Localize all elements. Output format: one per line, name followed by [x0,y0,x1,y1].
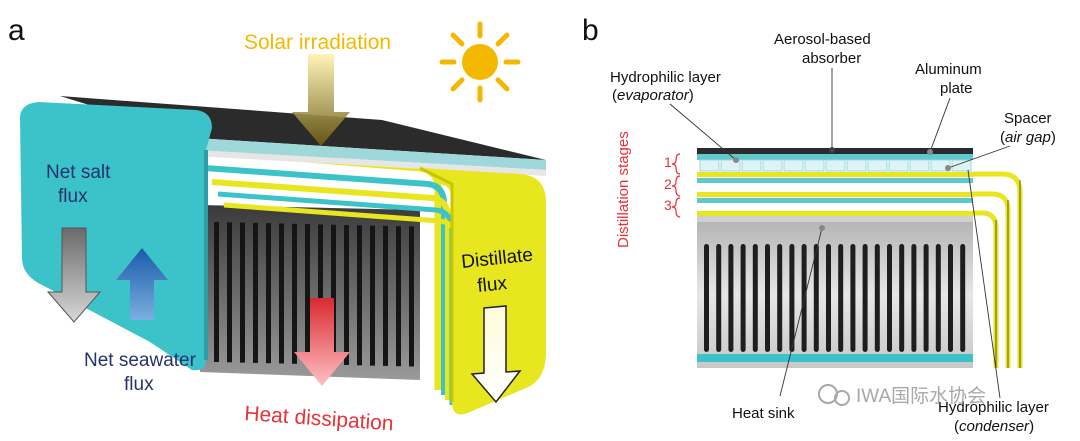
absorber-b [697,148,973,154]
watermark-text: IWA国际水协会 [856,385,986,407]
stage-1-label: 1 [664,154,672,170]
spacer-cell [783,159,804,172]
spacer-cell [951,159,972,172]
fin-b [789,244,795,352]
fin-a [279,223,284,364]
spacer-cell [888,159,909,172]
spacer-cell [825,159,846,172]
evaporator-fabric-a [20,102,212,371]
fin-b [740,244,746,352]
fin-a [357,225,362,366]
fin-b [960,244,966,352]
fin-b [838,244,844,352]
fin-b [716,244,722,352]
fin-a [409,226,414,367]
heat-arrow [294,298,350,386]
panel-b: b Hydrophilic layer (evaporator) Aerosol… [582,14,1056,435]
spacer-cell [867,159,888,172]
fin-b [765,244,770,352]
fin-b [704,244,709,352]
spacer-cell [846,159,867,172]
solar-label: Solar irradiation [244,31,391,54]
hydrophilic-bottom-label-1: Hydrophilic layer [938,399,1049,416]
spacer-cell [699,159,720,172]
aerosol-label-2: absorber [802,50,861,67]
distillate-arrow [470,305,522,404]
net-seawater-label-1: Net seawater [84,350,197,371]
fin-a [266,223,271,364]
hydrophilic-top-label-2: (evaporator) [612,87,694,104]
stage-3-label: 3 [664,197,672,213]
aluminum-label-1: Aluminum [915,61,982,78]
fin-b [850,244,856,352]
fin-b [813,244,819,352]
fin-b [948,244,953,352]
fin-b [923,244,929,352]
stage-layers-b [697,148,1023,368]
panel-b-letter: b [582,14,599,47]
fin-b [752,244,758,352]
net-salt-label-2: flux [58,186,88,207]
heat-sink-base-b [697,354,973,362]
fin-b [899,244,905,352]
spacer-label-1: Spacer [1004,110,1052,127]
fin-b [935,244,941,352]
spacer-cell [930,159,951,172]
hydrophilic-top-label-1: Hydrophilic layer [610,69,721,86]
stage-brackets [671,153,681,218]
hydrophilic-bottom-label-2: (condenser) [954,418,1034,435]
heat-sink-b [697,222,973,368]
spacer-cell [804,159,825,172]
net-seawater-label-2: flux [124,374,154,395]
fin-a [214,222,219,362]
fin-b [826,244,831,352]
aluminum-label-2: plate [940,80,973,97]
heat-label: Heat dissipation [244,402,395,435]
fin-b [728,244,734,352]
net-salt-label-1: Net salt [46,162,111,183]
fin-a [331,224,336,365]
heat-sink-label: Heat sink [732,405,795,422]
fin-b [862,244,868,352]
fin-b [874,244,880,352]
solar-arrow [292,54,350,146]
fin-b [887,244,892,352]
distillate-label-2: flux [476,273,508,297]
net-seawater-arrow [116,248,168,320]
fin-b [777,244,783,352]
fin-a [227,222,232,363]
fin-a [383,225,388,366]
distillation-stages-label: Distillation stages [615,131,632,248]
leader-lines-b [669,68,1011,399]
panel-a-letter: a [8,14,25,47]
stage-2-label: 2 [664,176,672,192]
watermark: IWA国际水协会 [818,384,986,407]
heat-sink-a [200,205,420,380]
fin-a [253,222,258,363]
fin-b [911,244,917,352]
net-salt-arrow [46,227,102,323]
fin-a [344,225,349,365]
fin-a [292,223,297,364]
spacer-cell [720,159,741,172]
condenser-fabric-a [419,166,546,415]
spacer-cell [741,159,762,172]
sun-icon [439,21,521,103]
spacer-cell [909,159,930,172]
heat-sink-fins-a [214,222,414,367]
fin-a [305,224,310,365]
aerosol-label-1: Aerosol-based [774,31,871,48]
fin-a [240,222,245,363]
panel-a: a [8,14,546,435]
spacer-cell [762,159,783,172]
fin-a [370,225,375,366]
fin-a [396,226,401,367]
evaporator-b [697,154,973,160]
fin-a [318,224,323,365]
spacer-label-2: (air gap) [1000,129,1056,146]
